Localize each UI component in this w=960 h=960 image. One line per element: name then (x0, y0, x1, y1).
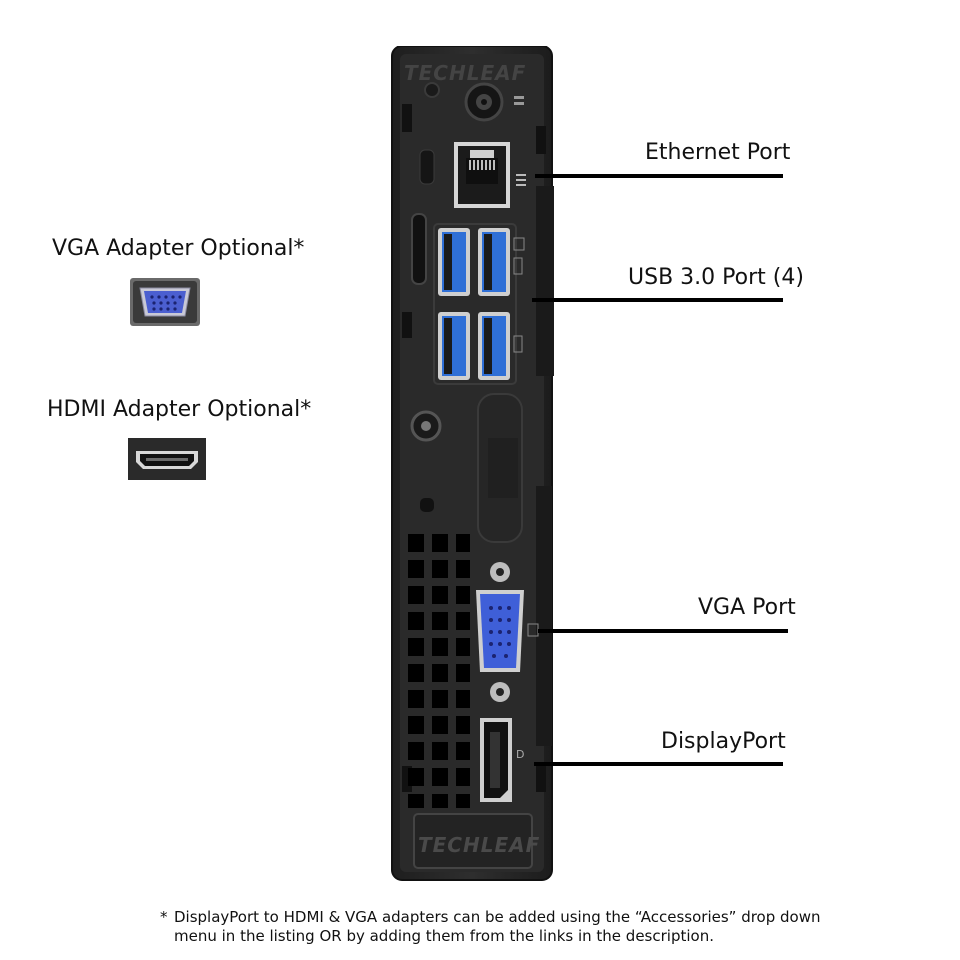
vga-adapter-icon (130, 278, 200, 326)
footnote: * DisplayPort to HDMI & VGA adapters can… (160, 908, 840, 946)
watermark-top: TECHLEAF (404, 61, 526, 85)
mini-pc-rear-panel: TECHLEAF (391, 46, 554, 881)
displayport-callout-line (534, 762, 783, 766)
displayport-label: DisplayPort (661, 729, 786, 754)
vga-port-icon (476, 562, 524, 702)
vga-callout-line (538, 629, 788, 633)
vga-adapter-label: VGA Adapter Optional* (52, 236, 305, 261)
ethernet-port-icon (454, 142, 510, 208)
footnote-marker: * (160, 908, 168, 926)
hdmi-adapter-icon (128, 438, 206, 480)
usb-3-ports-icon (433, 223, 517, 385)
vga-port-label: VGA Port (698, 595, 796, 620)
hdmi-adapter-label: HDMI Adapter Optional* (47, 397, 312, 422)
watermark-bottom: TECHLEAF (418, 833, 540, 857)
ethernet-port-label: Ethernet Port (645, 140, 791, 165)
ethernet-callout-line (535, 174, 783, 178)
svg-text:D: D (516, 748, 524, 761)
usb-callout-line (532, 298, 783, 302)
vent-grid (408, 534, 470, 808)
footnote-text: DisplayPort to HDMI & VGA adapters can b… (174, 908, 821, 945)
displayport-icon (480, 718, 512, 802)
usb-port-label: USB 3.0 Port (4) (628, 265, 804, 290)
